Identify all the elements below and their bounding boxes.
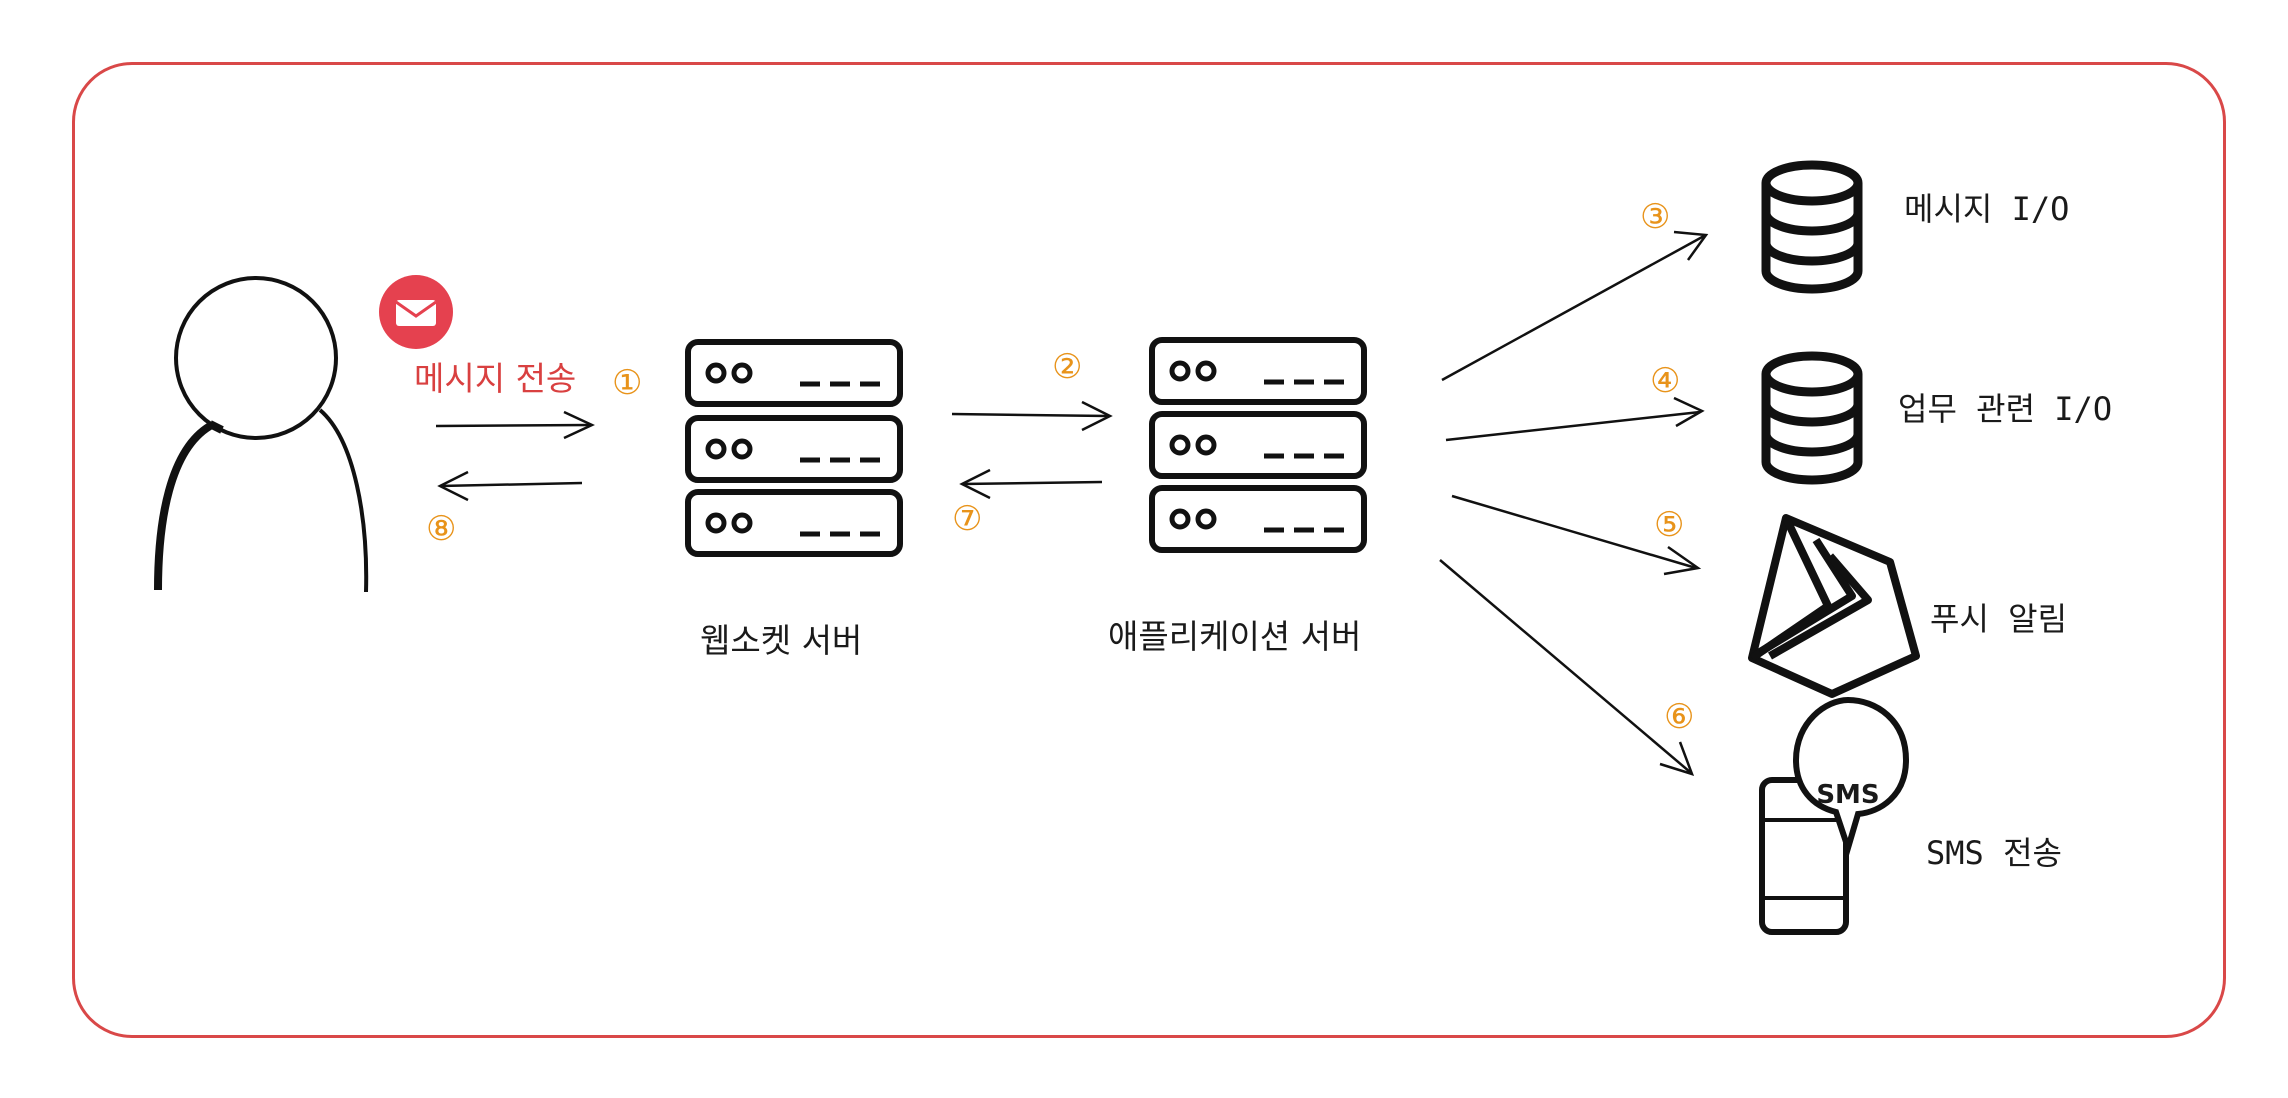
message-io-label: 메시지 I/O (1904, 190, 2070, 228)
step-3: ③ (1640, 197, 1671, 237)
phone-sms-icon (1759, 696, 1910, 935)
arrow-7 (959, 468, 1103, 500)
arrow-4 (1445, 396, 1705, 442)
step-5: ⑤ (1654, 505, 1685, 545)
database-icon (1766, 356, 1858, 480)
arrow-6 (1439, 559, 1695, 776)
push-notification-label: 푸시 알림 (1930, 600, 2068, 638)
business-io-label: 업무 관련 I/O (1898, 390, 2113, 428)
application-server-label: 애플리케이션 서버 (1108, 617, 1362, 656)
websocket-server-icon (688, 342, 900, 554)
application-server-icon (1152, 340, 1364, 550)
sms-send-label: SMS 전송 (1926, 834, 2062, 872)
arrow-5 (1451, 494, 1702, 576)
step-2: ② (1052, 347, 1083, 387)
step-1: ① (612, 363, 643, 403)
step-6: ⑥ (1664, 697, 1695, 737)
message-send-label: 메시지 전송 (414, 359, 577, 398)
database-icon (1766, 165, 1858, 289)
websocket-server-label: 웹소켓 서버 (700, 621, 863, 660)
firebase-icon (1748, 514, 1920, 698)
arrow-3 (1441, 230, 1709, 382)
step-4: ④ (1650, 361, 1681, 401)
sms-bubble-text: SMS (1816, 780, 1880, 810)
arrow-8 (437, 470, 583, 502)
arrow-1 (435, 410, 595, 440)
person-icon (154, 276, 369, 593)
arrow-2 (951, 400, 1113, 432)
diagram-frame (72, 62, 2226, 1038)
step-7: ⑦ (952, 499, 983, 539)
envelope-icon (379, 275, 453, 349)
step-8: ⑧ (426, 509, 457, 549)
